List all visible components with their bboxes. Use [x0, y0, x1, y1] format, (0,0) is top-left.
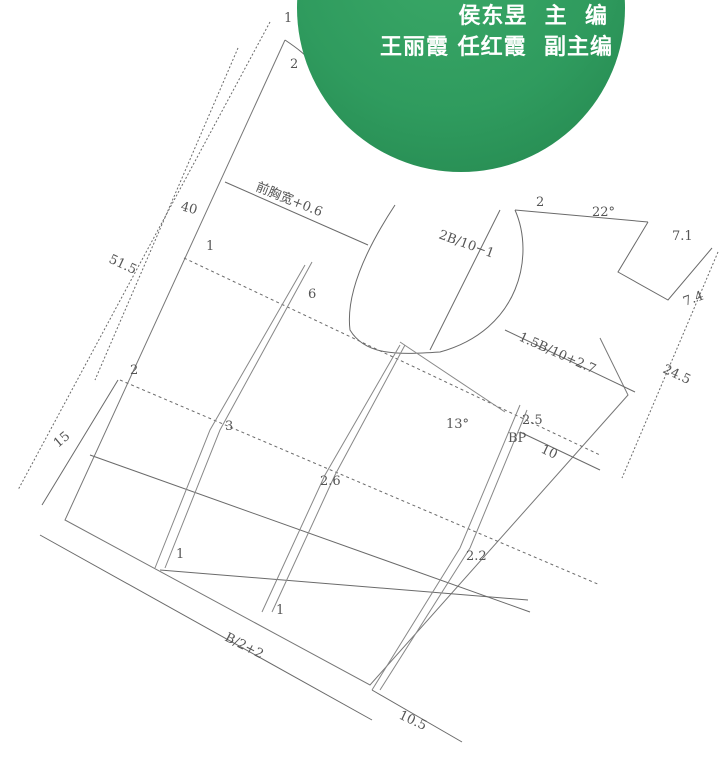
- shoulder-box: [617, 221, 713, 301]
- label-mark-2a: 2: [290, 57, 298, 72]
- shoulder-line: [514, 209, 649, 223]
- label-dart-26: 2.6: [320, 474, 341, 489]
- dim-bust-width: [39, 534, 373, 721]
- dart-front-2b: [271, 344, 406, 613]
- dart-front-2: [261, 344, 401, 613]
- label-bust-width: B/2+2: [222, 630, 266, 662]
- label-shoulder-width: 1.5B/10+2.7: [516, 330, 598, 377]
- dim-side-left: [41, 379, 119, 506]
- label-hem-offset: 10.5: [396, 708, 429, 734]
- label-mark-1b: 1: [206, 239, 214, 254]
- label-dart-3: 3: [225, 419, 233, 434]
- dim-total-length: [17, 21, 271, 491]
- waist-line-1: [119, 379, 601, 586]
- label-armhole-depth: 2B/10−1: [437, 228, 497, 262]
- chest-width-dim: [224, 181, 369, 246]
- label-angle-22: 22°: [592, 205, 615, 220]
- pattern-outline: [64, 39, 629, 686]
- waist-line-2: [89, 454, 531, 613]
- editor-credit: 侯东昱 主 编: [458, 4, 608, 29]
- label-dart-25: 2.5: [522, 413, 543, 428]
- dim-hem: [371, 689, 463, 743]
- dim-shoulder-width: [504, 329, 636, 393]
- dim-dart-length: [519, 431, 601, 471]
- label-mark-2c: 2: [536, 195, 544, 210]
- label-dart-6: 6: [308, 287, 316, 302]
- label-shoulder-71: 7.1: [672, 229, 693, 244]
- label-total-length: 51.5: [106, 252, 139, 278]
- dim-armhole: [429, 209, 501, 351]
- dart-front-1: [154, 264, 306, 569]
- label-side-length: 15: [51, 429, 73, 451]
- label-angle-13: 13°: [446, 417, 469, 432]
- associate-editors-credit: 王丽霞 任红霞 副主编: [380, 35, 613, 60]
- label-right-height: 24.5: [660, 362, 693, 388]
- label-dart-22: 2.2: [466, 549, 487, 564]
- label-dart-length: 10: [538, 442, 559, 463]
- bust-line: [183, 257, 601, 456]
- dart-side: [371, 404, 521, 691]
- label-mark-2b: 2: [130, 363, 138, 378]
- label-neck-depth: 40: [179, 199, 199, 218]
- armhole-curve: [348, 204, 524, 354]
- label-mark-1c: 1: [176, 547, 184, 562]
- dim-neck-depth: [94, 47, 239, 381]
- dim-right: [621, 251, 719, 479]
- label-mark-1a: 1: [284, 11, 292, 26]
- label-bp: BP: [508, 431, 527, 446]
- label-mark-1d: 1: [276, 603, 284, 618]
- label-shoulder-74: 7.4: [681, 289, 706, 310]
- dart-front-1b: [164, 261, 313, 569]
- hip-line: [159, 569, 529, 601]
- dart-side-b: [379, 409, 528, 691]
- dart-bp: [399, 341, 506, 413]
